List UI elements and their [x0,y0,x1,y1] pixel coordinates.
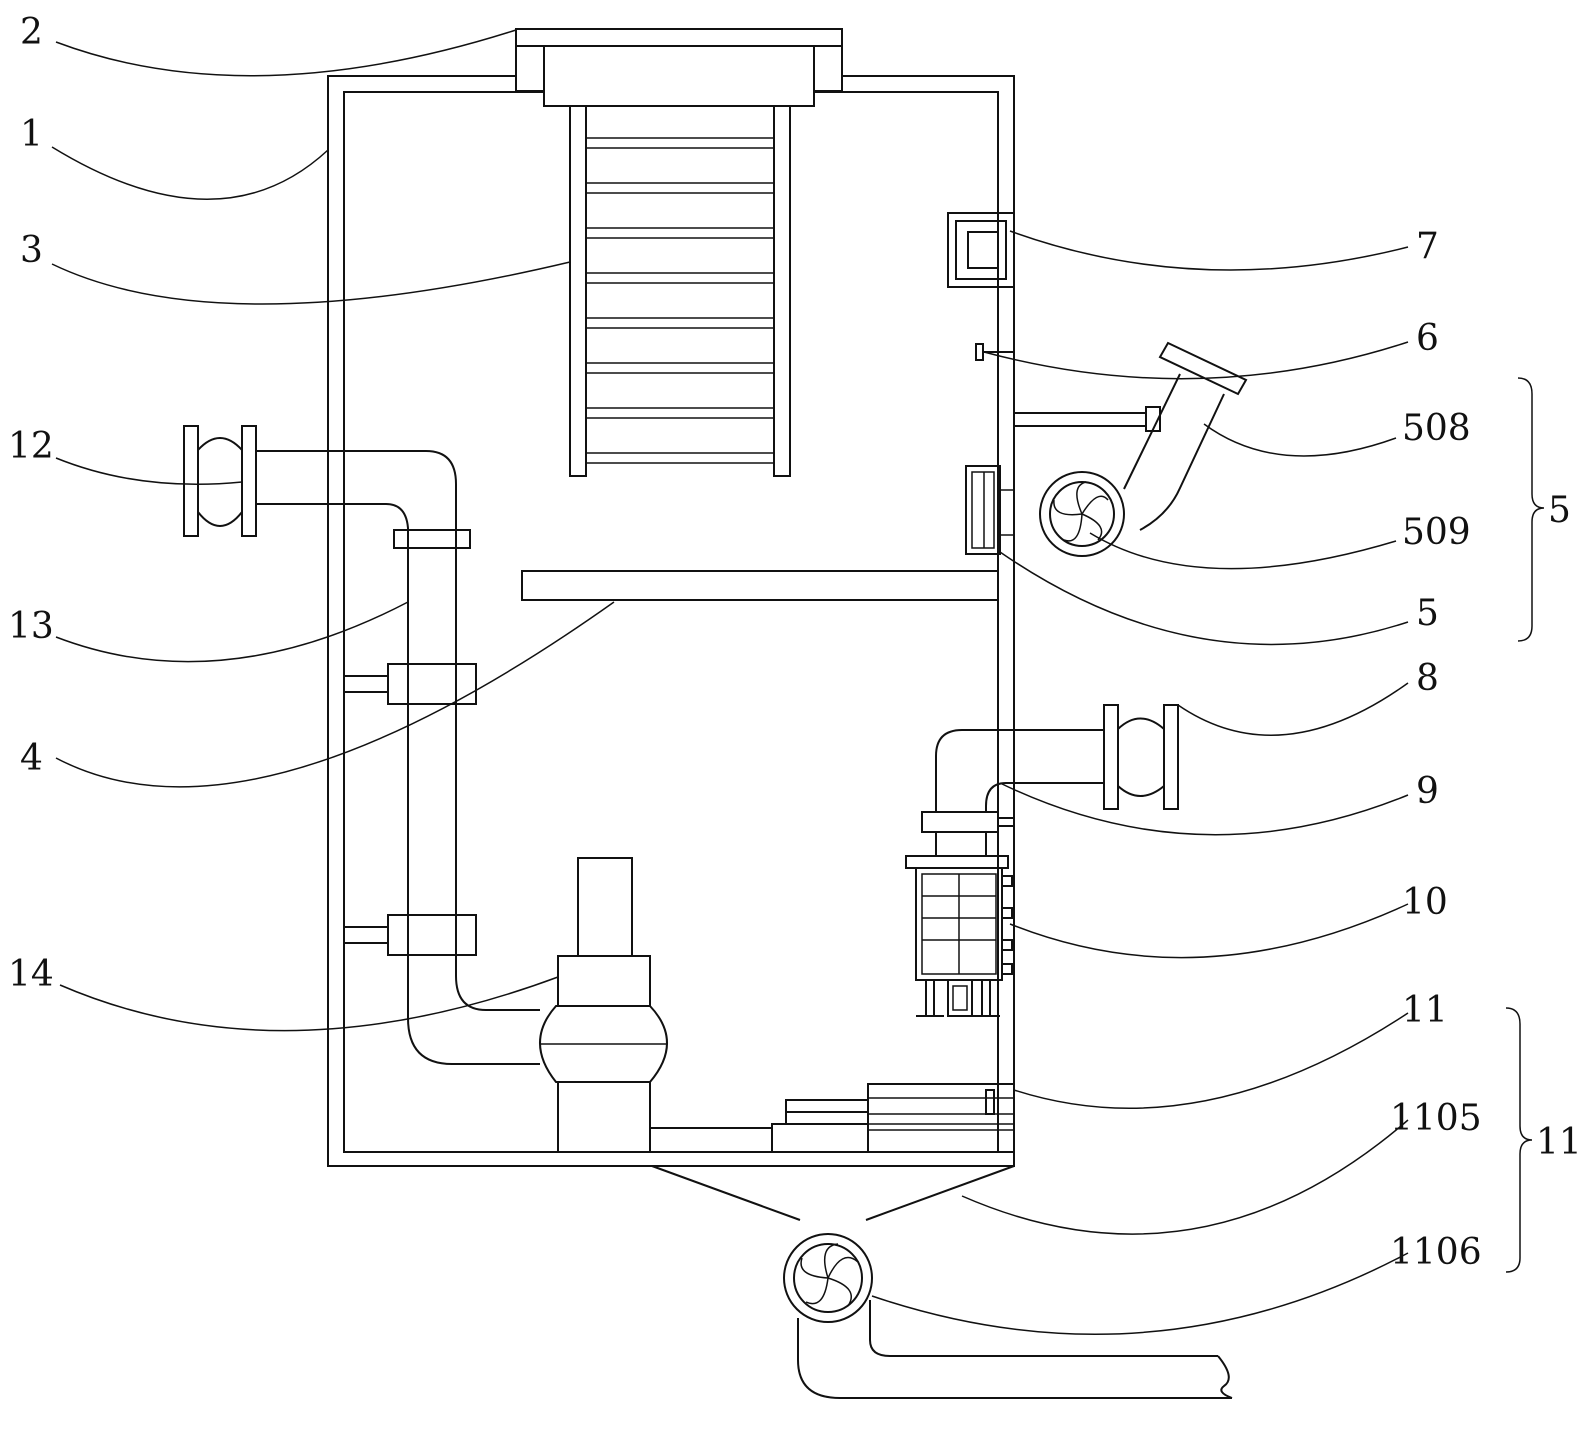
label-12: 12 [8,426,54,467]
top-cover [515,28,843,107]
label-1: 1 [20,114,43,155]
label-13: 13 [8,606,54,647]
dosing-unit [905,855,1013,1017]
bottom-mechanism [650,1083,1015,1153]
ladder-rack [569,105,791,477]
label-9: 9 [1416,771,1439,812]
partition-plate [521,570,999,601]
hopper-and-drain [651,1165,1233,1399]
label-1105: 1105 [1390,1098,1482,1139]
group-braces [1505,377,1545,1273]
label-5-part: 5 [1416,593,1439,634]
label-10: 10 [1402,882,1448,923]
leader-lines [51,29,1409,1335]
label-11-group: 11 [1536,1122,1582,1163]
label-1106: 1106 [1390,1232,1482,1273]
inlet-pipe [183,425,540,1065]
label-14: 14 [8,954,54,995]
pump [539,857,668,1152]
label-6: 6 [1416,318,1439,359]
label-8: 8 [1416,658,1439,699]
outlet-pipe [921,704,1179,856]
label-509: 509 [1402,512,1471,553]
control-box [947,212,1015,288]
label-11-part: 11 [1402,990,1448,1031]
label-7: 7 [1416,226,1439,267]
reference-labels: 2 1 3 12 13 4 14 7 6 508 509 5 5 8 9 10 … [8,12,1582,1273]
external-fan [1014,341,1248,557]
housing [327,75,1015,1167]
sensor [975,343,1014,361]
label-4: 4 [20,738,43,779]
filter-panel [965,465,1014,555]
label-5-group: 5 [1548,490,1571,531]
label-3: 3 [20,230,43,271]
label-2: 2 [20,12,43,53]
label-508: 508 [1402,408,1471,449]
